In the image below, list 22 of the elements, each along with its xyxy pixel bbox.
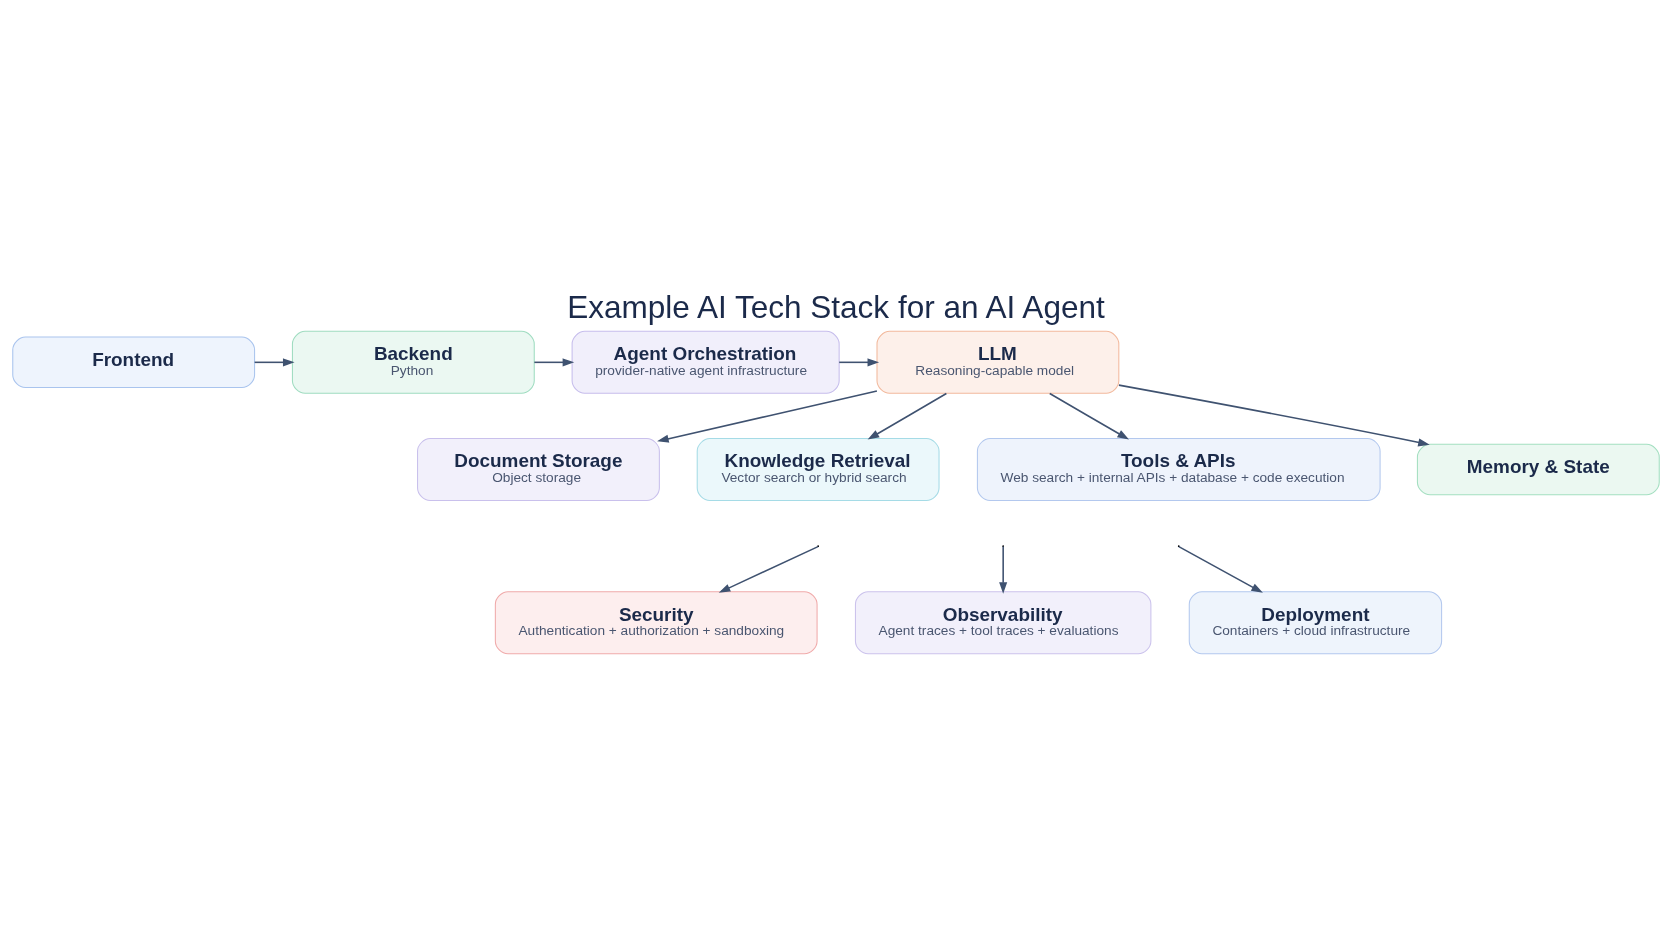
arrow bbox=[838, 357, 880, 366]
node-box: Memory & State bbox=[1416, 443, 1660, 495]
node-box: Deployment Containers + cloud infrastructure bbox=[1188, 590, 1443, 654]
node-box: Observability Agent traces + tool traces + evaluations bbox=[854, 590, 1152, 654]
arrow bbox=[253, 357, 295, 366]
arrow bbox=[867, 392, 948, 440]
node-box: Frontend bbox=[12, 336, 256, 388]
arrow bbox=[533, 357, 575, 366]
node-box: Security Authentication + authorization + sandboxing bbox=[494, 590, 818, 654]
node-box: Tools & APIs Web search + internal APIs + database + code execution bbox=[976, 437, 1381, 501]
node-box: Knowledge Retrieval Vector search or hybrid search bbox=[696, 437, 940, 501]
diagram-title: Example AI Tech Stack for an AI Agent bbox=[567, 288, 1105, 325]
arrow bbox=[1048, 392, 1129, 440]
arrow bbox=[718, 545, 819, 593]
node-box: Backend Python bbox=[291, 330, 535, 394]
arrow bbox=[999, 545, 1008, 594]
node-box: LLM Reasoning-capable model bbox=[876, 330, 1120, 394]
node-box: Document Storage Object storage bbox=[417, 437, 660, 501]
node-box: Agent Orchestration provider-native agent infrastructure bbox=[571, 330, 840, 394]
arrow bbox=[1178, 545, 1263, 593]
arrow bbox=[1118, 383, 1430, 446]
arrow bbox=[657, 389, 878, 443]
